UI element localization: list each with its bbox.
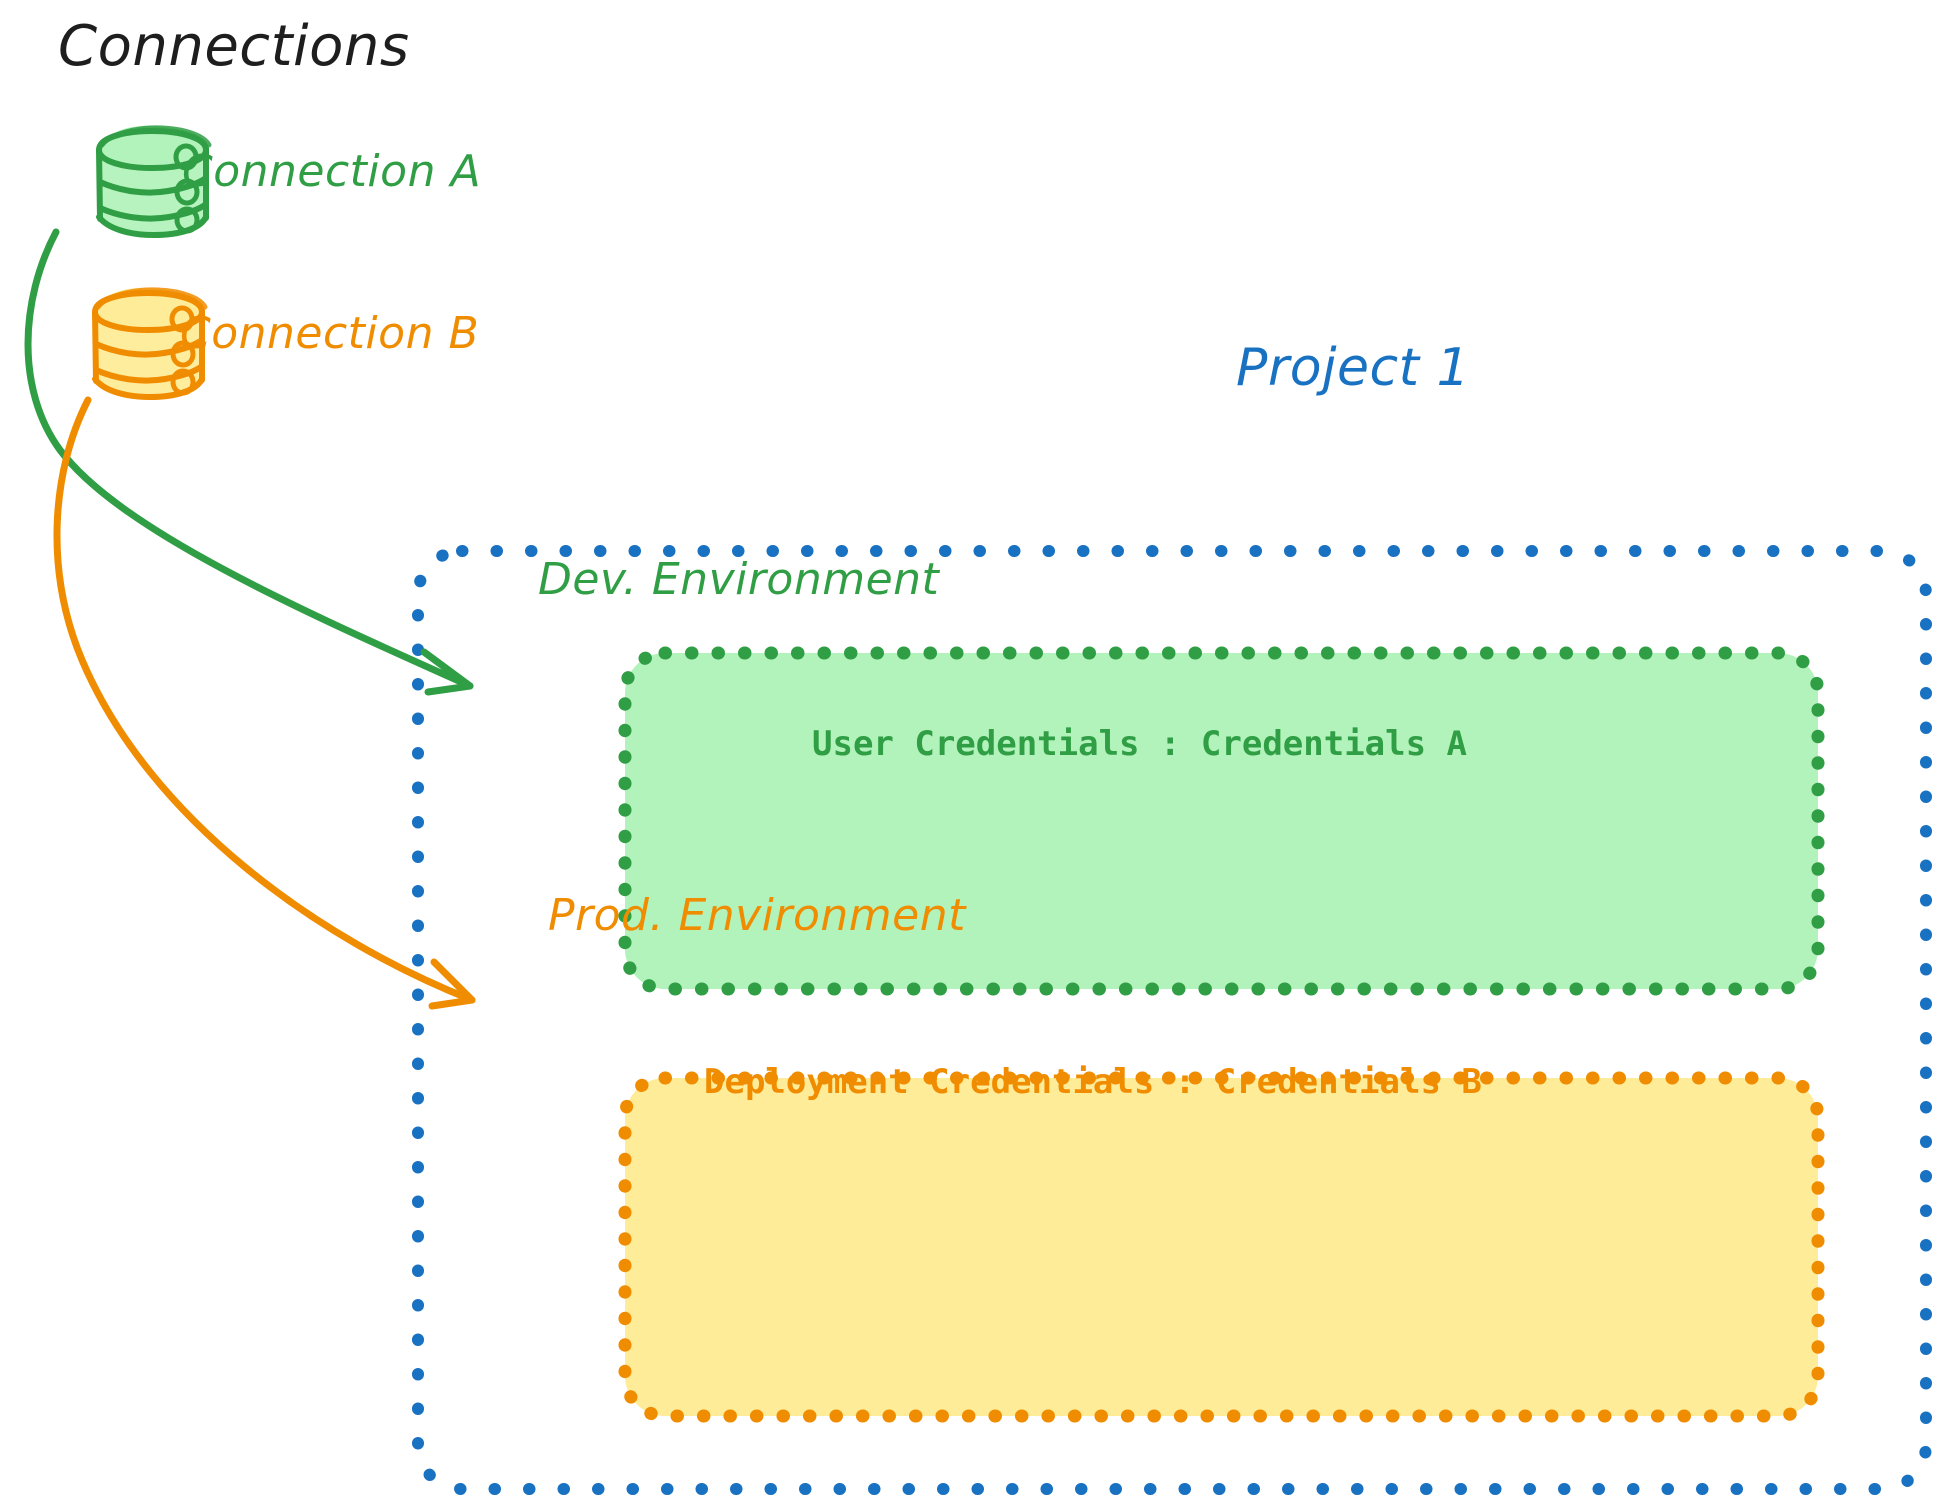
cylinder-a-led-3 [174, 206, 200, 234]
arrow-a-path [24, 228, 474, 690]
arrow-b-head [428, 958, 476, 1010]
database-cylinder-icon-connection-a[interactable] [95, 125, 212, 239]
cylinder-b-divider-2 [93, 363, 205, 384]
cylinder-b-top-sketch [95, 287, 208, 310]
cylinder-b-divider-1 [93, 337, 205, 358]
prod-environment-box[interactable] [618, 1071, 1825, 1423]
cylinder-a-top-sketch [99, 125, 212, 148]
cylinder-b-led-2 [170, 340, 196, 368]
arrow-b-path [53, 396, 476, 1004]
cylinder-a-divider-2 [97, 201, 209, 222]
cylinder-a-led-1 [173, 143, 199, 171]
cylinder-a-led-2 [174, 178, 200, 206]
arrow-connection-b-to-prod [53, 396, 476, 1186]
dev-environment-dotted-border [618, 646, 1825, 996]
dev-environment-fill [625, 653, 1818, 989]
prod-environment-fill [625, 1078, 1818, 1416]
cylinder-a-divider-1 [97, 175, 209, 196]
arrow-connection-a-to-dev [24, 228, 474, 696]
database-cylinder-icon-connection-b[interactable] [91, 287, 208, 401]
cylinder-b-led-1 [169, 305, 195, 333]
arrow-a-head [420, 648, 474, 696]
dev-environment-box[interactable] [618, 646, 1825, 996]
arrow-b-head-placeholder [430, 1000, 472, 1186]
cylinder-b-led-3 [170, 368, 196, 396]
prod-environment-dotted-border [618, 1071, 1825, 1423]
